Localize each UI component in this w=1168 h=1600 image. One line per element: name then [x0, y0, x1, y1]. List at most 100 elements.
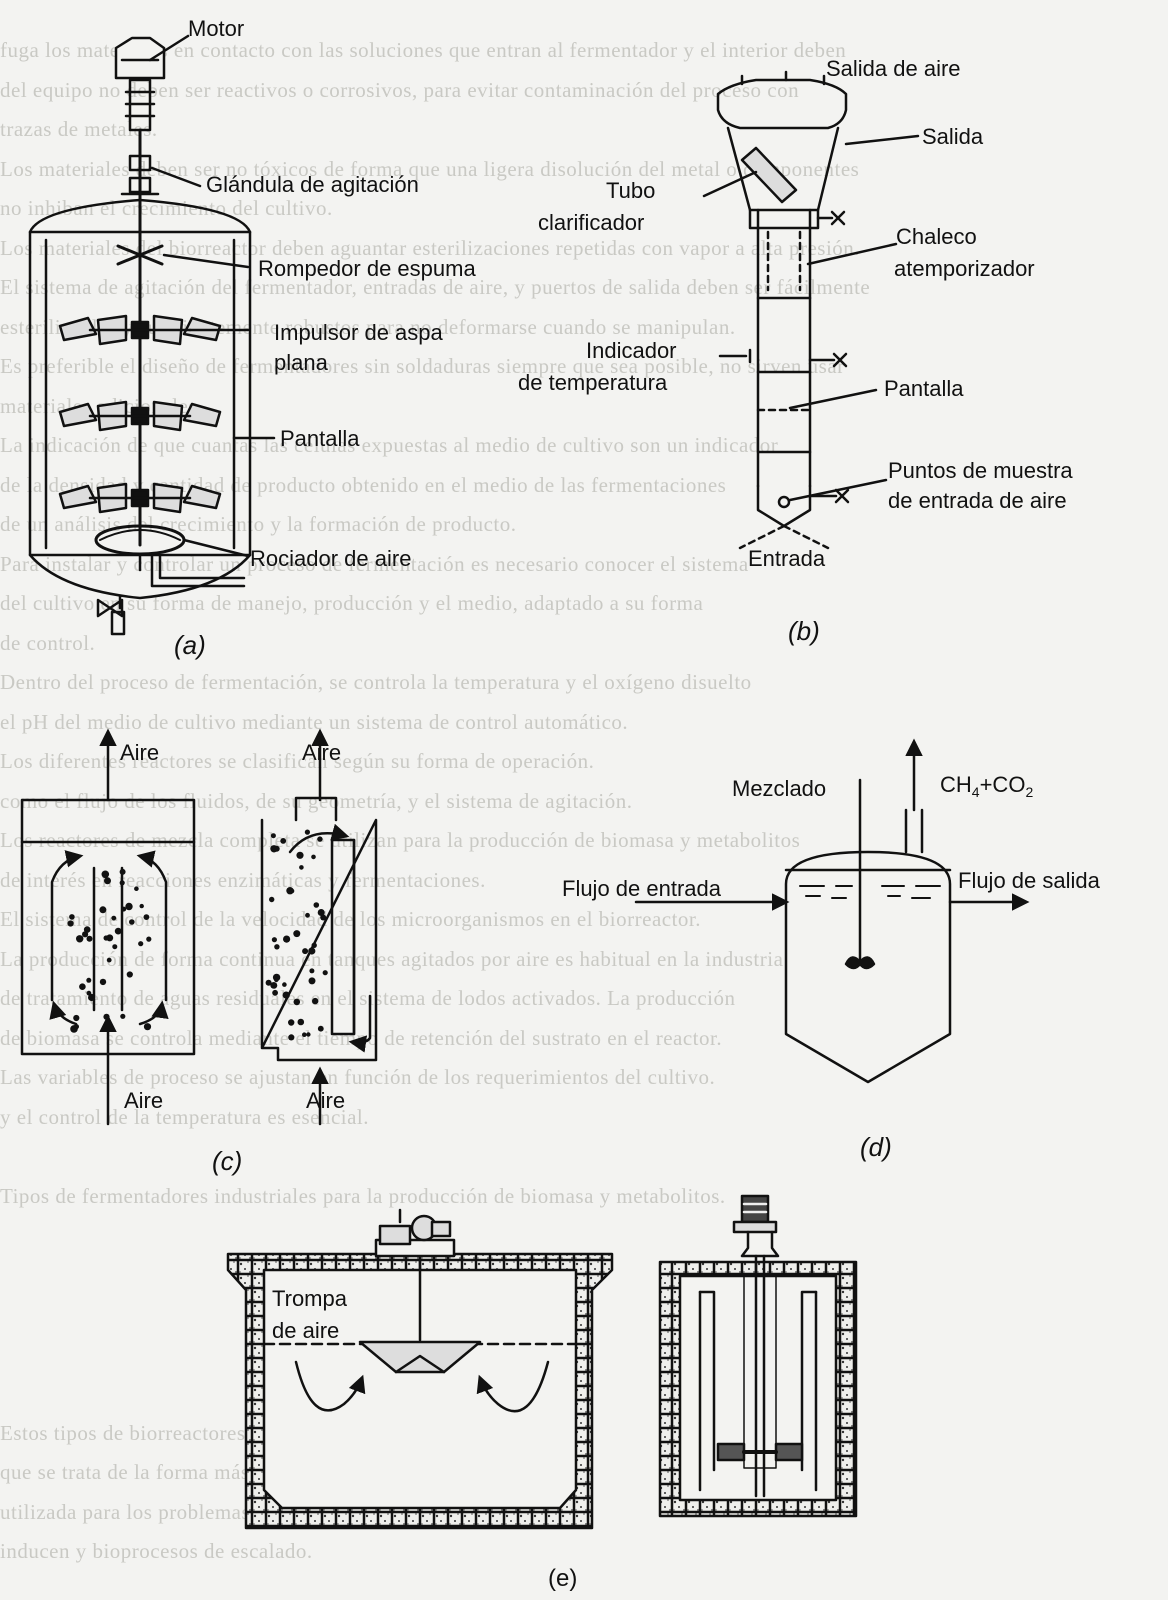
air-bubble	[302, 948, 309, 955]
air-bubble	[293, 930, 301, 938]
background-text-line: Los diferentes reactores se clasifican s…	[0, 749, 595, 773]
air-bubble	[120, 1013, 126, 1019]
label-motor: Motor	[188, 16, 244, 41]
caption-a: (a)	[174, 630, 206, 660]
air-bubble	[308, 977, 316, 985]
label-air-out: Salida de aire	[826, 56, 961, 81]
air-bubble	[111, 915, 117, 921]
air-bubble	[138, 941, 144, 947]
label-tube-line2: clarificador	[538, 210, 644, 235]
background-text-line: de interés en reacciones enzimáticas y f…	[0, 867, 486, 892]
air-bubble	[270, 833, 276, 839]
label-impeller-line1: Impulsor de aspa	[274, 320, 444, 345]
label-outflow: Flujo de salida	[958, 868, 1101, 893]
label-impeller-line2: plana	[274, 350, 329, 375]
label-baffle-b: Pantalla	[884, 376, 964, 401]
label-tube-line1: Tubo	[606, 178, 655, 203]
panel-a-stirred-tank	[28, 34, 276, 636]
background-text-line: de control.	[0, 630, 96, 655]
air-bubble	[270, 982, 277, 989]
air-bubble	[311, 854, 316, 860]
air-bubble	[296, 851, 304, 859]
gas-sub4: 4	[972, 784, 980, 800]
air-bubble	[269, 896, 275, 903]
air-bubble	[308, 947, 316, 955]
label-foam-breaker: Rompedor de espuma	[258, 256, 476, 281]
air-bubble	[306, 1032, 311, 1037]
air-bubble	[317, 1025, 324, 1032]
panel-b-tower-fermenter	[702, 70, 920, 550]
air-bubble	[139, 903, 144, 909]
air-bubble	[76, 935, 84, 943]
caption-c: (c)	[212, 1146, 242, 1176]
air-bubble	[106, 957, 112, 963]
air-bubble	[103, 1013, 110, 1020]
label-temp-line1: Indicador	[586, 338, 677, 363]
air-bubble	[79, 983, 86, 990]
air-bubble	[288, 1019, 295, 1026]
air-bubble	[317, 909, 325, 916]
caption-e: (e)	[548, 1565, 577, 1592]
air-bubble	[293, 998, 301, 1006]
gas-co: +CO	[980, 772, 1026, 797]
background-text-line: La producción de forma continua en tanqu…	[0, 946, 784, 971]
label-sample-line2: de entrada de aire	[888, 488, 1067, 513]
air-bubble	[288, 1034, 295, 1041]
background-text-line: Las variables de proceso se ajustan en f…	[0, 1065, 716, 1089]
air-bubble	[280, 838, 287, 844]
label-trompa-line1: Trompa	[272, 1286, 348, 1311]
background-text-line: Los reactores de mezcla completa se util…	[0, 828, 801, 852]
background-text-line: La indicación de que cuantas las células…	[0, 433, 779, 457]
label-air-bottom-right: Aire	[306, 1088, 345, 1113]
air-bubble	[143, 1023, 152, 1031]
air-bubble	[305, 912, 310, 918]
air-bubble	[304, 829, 310, 835]
air-bubble	[69, 914, 75, 920]
air-bubble	[274, 944, 280, 950]
panel-c-airlift	[20, 728, 378, 1126]
air-bubble	[322, 970, 328, 976]
air-bubble	[282, 991, 290, 999]
air-bubble	[67, 920, 74, 927]
air-bubble	[143, 914, 150, 920]
air-bubble	[312, 997, 319, 1005]
air-bubble	[282, 982, 287, 987]
label-inlet: Entrada	[748, 546, 826, 571]
panel-e-aeration-tanks	[226, 1194, 858, 1530]
background-text-line: de un análisis del crecimiento y la form…	[0, 512, 517, 536]
caption-b: (b)	[788, 616, 820, 646]
label-gland: Glándula de agitación	[206, 172, 419, 197]
air-bubble	[83, 926, 91, 933]
label-inflow: Flujo de entrada	[562, 876, 722, 901]
air-bubble	[311, 942, 317, 948]
air-bubble	[119, 880, 125, 886]
air-bubble	[86, 935, 93, 942]
gas-ch: CH	[940, 772, 972, 797]
air-bubble	[119, 868, 126, 875]
air-bubble	[112, 944, 118, 950]
air-bubble	[99, 978, 107, 986]
air-bubble	[271, 937, 277, 943]
air-bubble	[101, 870, 110, 879]
background-text-line: no inhiban el crecimiento del cultivo.	[0, 196, 333, 220]
background-text-line: Los materiales deben ser no tóxicos de f…	[0, 156, 860, 181]
label-gas: CH4+CO2	[940, 772, 1033, 800]
gas-sub2: 2	[1025, 784, 1033, 800]
air-bubble	[270, 845, 278, 853]
background-text-line: del equipo no deben ser reactivos o corr…	[0, 77, 800, 102]
air-bubble	[88, 993, 96, 1002]
air-bubble	[125, 902, 133, 911]
air-bubble	[302, 1032, 307, 1037]
label-sparger: Rociador de aire	[250, 546, 411, 571]
air-bubble	[121, 906, 127, 912]
panel-d-cstr	[634, 738, 1030, 1084]
air-bubble	[283, 935, 291, 943]
label-jacket-line2: atemporizador	[894, 256, 1035, 281]
air-bubble	[103, 935, 109, 941]
air-bubble	[299, 865, 304, 870]
air-bubble	[146, 936, 152, 942]
label-air-bottom-left: Aire	[124, 1088, 163, 1113]
label-trompa-line2: de aire	[272, 1318, 339, 1343]
air-bubble	[114, 927, 122, 935]
